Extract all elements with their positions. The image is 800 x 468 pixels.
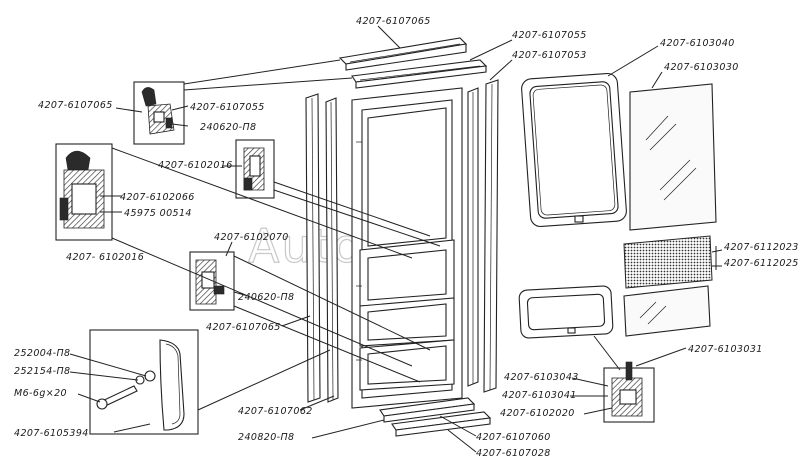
label-seal-1: 4207-6103043 [504, 372, 579, 383]
label-detail-a-left: 4207-6107065 [38, 100, 113, 111]
label-bottom-strip-2: 4207-6107028 [476, 448, 551, 459]
right-pillar-inner [467, 87, 479, 387]
lower-window-seal-frame [518, 285, 614, 339]
label-panel-2: 4207-6112025 [724, 258, 799, 269]
label-detail-c-1: 4207-6102066 [120, 192, 195, 203]
upper-window-seal-frame [521, 72, 627, 228]
label-seal-3: 4207-6102020 [500, 408, 575, 419]
bottom-strip-1 [379, 397, 476, 423]
bottom-strip-2 [391, 411, 492, 437]
top-strip-upper [338, 37, 468, 71]
upper-glass [629, 83, 717, 231]
lower-glass [623, 285, 711, 337]
label-left-pillar: 4207-6107065 [206, 322, 281, 333]
top-strip-lower [351, 59, 488, 89]
label-top-strip-1: 4207-6107065 [356, 16, 431, 27]
label-handle-2: 252154-П8 [14, 366, 70, 377]
label-handle-4: 4207-6105394 [14, 428, 89, 439]
label-lower-1: 240820-П8 [238, 432, 294, 443]
label-detail-a-right2: 240620-П8 [200, 122, 256, 133]
label-frame-bottom: 4207-6103031 [688, 344, 763, 355]
label-seal-frame-top: 4207-6103040 [660, 38, 735, 49]
label-top-strip-2: 4207-6107055 [512, 30, 587, 41]
label-detail-b: 4207-6102016 [158, 160, 233, 171]
label-handle-1: 252004-П8 [14, 348, 70, 359]
label-lower-pillar: 4207-6107062 [238, 406, 313, 417]
left-pillar-inner [325, 97, 339, 403]
dotted-panel [623, 235, 713, 289]
label-handle-3: М6-6g×20 [14, 388, 67, 399]
leader-lines [69, 25, 723, 453]
labels: 4207-6107065 4207-6107055 4207-6107053 4… [14, 16, 799, 459]
label-glass-top: 4207-6103030 [664, 62, 739, 73]
detail-d-profile [189, 251, 235, 311]
label-panel-1: 4207-6112023 [724, 242, 799, 253]
door-frame [351, 87, 463, 409]
label-bottom-strip-1: 4207-6107060 [476, 432, 551, 443]
right-pillar-outer [483, 79, 499, 393]
label-detail-d-side: 240620-П8 [238, 292, 294, 303]
label-detail-a-right1: 4207-6107055 [190, 102, 265, 113]
label-detail-d-top: 4207-6102070 [214, 232, 289, 243]
label-detail-c-bottom: 4207- 6102016 [66, 252, 144, 263]
label-detail-c-2: 45975 00514 [124, 208, 192, 219]
detail-c-profile [55, 143, 113, 241]
detail-b-profile [235, 139, 275, 199]
detail-e-handle [89, 329, 199, 435]
detail-a-profile [133, 81, 185, 145]
label-seal-2: 4207-6103041 [502, 390, 577, 401]
label-top-strip-3: 4207-6107053 [512, 50, 587, 61]
detail-f-seal-section [603, 361, 655, 423]
